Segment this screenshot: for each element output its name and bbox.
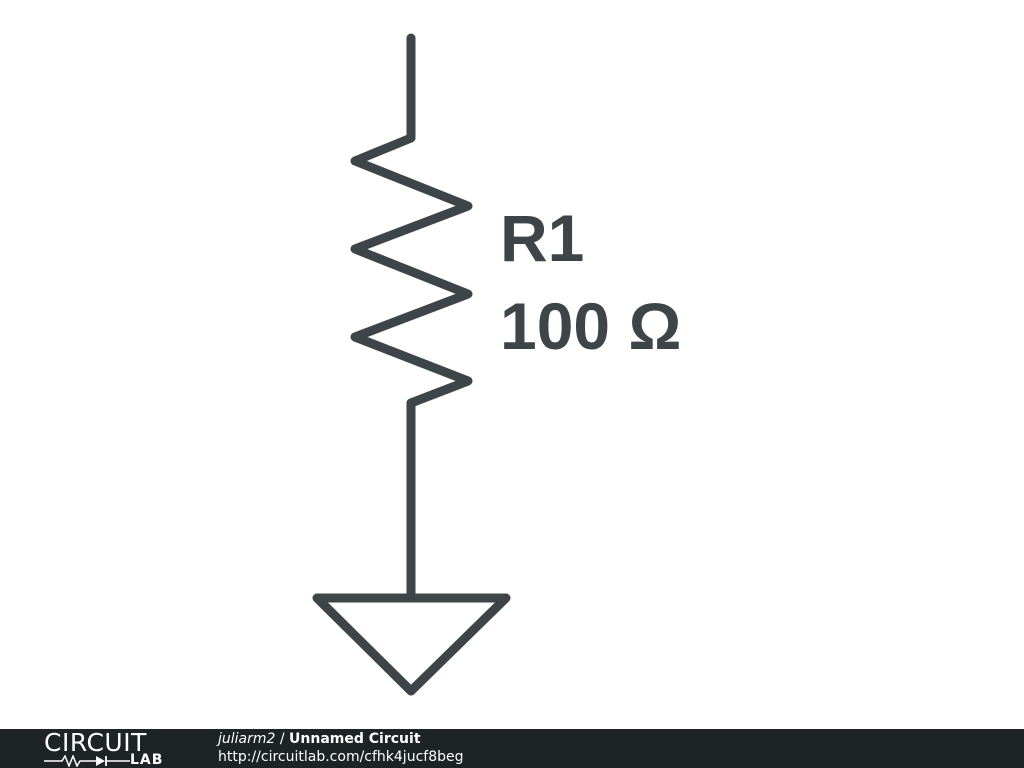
footer-bar: CIRCUIT LAB juliarm2 / Unnamed Circuit h… <box>0 729 1024 768</box>
component-designator: R1 <box>500 201 584 275</box>
component-value: 100 Ω <box>500 289 681 363</box>
circuit-title[interactable]: Unnamed Circuit <box>289 731 421 747</box>
circuitlab-logo[interactable]: CIRCUIT LAB <box>44 728 176 768</box>
circuit-meta: juliarm2 / Unnamed Circuit http://circui… <box>218 730 464 766</box>
author-link[interactable]: juliarm2 <box>218 731 276 747</box>
ground-icon <box>312 593 511 696</box>
circuit-url-link[interactable]: http://circuitlab.com/cfhk4jucf8beg <box>218 749 464 765</box>
circuit-heading: juliarm2 / Unnamed Circuit <box>218 730 464 748</box>
logo-subword: LAB <box>130 752 164 768</box>
logo-circuit-icon <box>44 755 130 767</box>
path-separator: / <box>275 731 290 747</box>
logo-wordmark: CIRCUIT <box>44 728 147 757</box>
schematic-drawing: R1 100 Ω <box>312 33 681 696</box>
schematic-canvas: R1 100 Ω <box>312 33 682 696</box>
resistor-icon <box>350 133 473 408</box>
